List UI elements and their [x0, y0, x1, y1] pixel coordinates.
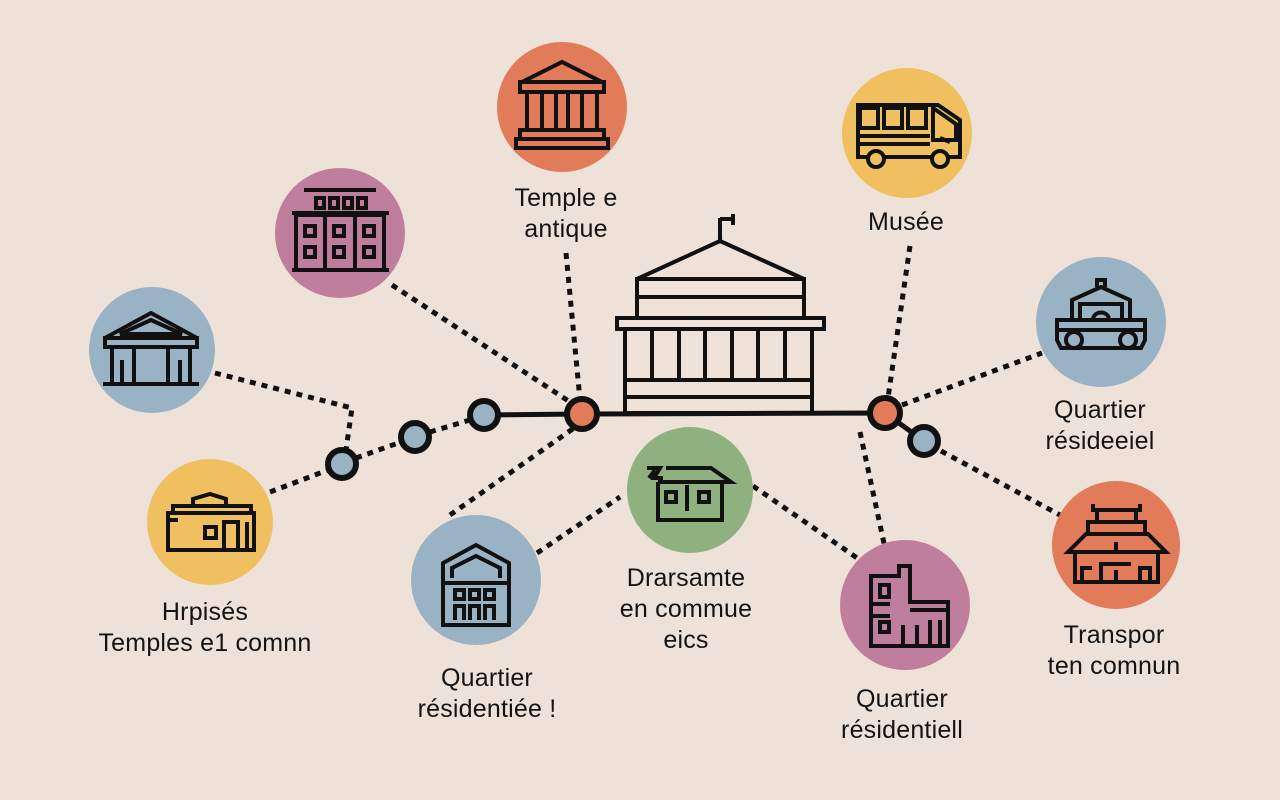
label-musee: Musée — [867, 208, 945, 236]
node-quartier-residentiee[interactable] — [411, 515, 541, 645]
label-quartier-residentiee: Quartier résidentiée ! — [417, 664, 557, 723]
connector-station-1-2 — [355, 439, 402, 461]
node-transpor-ten-comnun[interactable] — [1052, 481, 1180, 609]
house-icon — [647, 466, 738, 522]
station-blue-right[interactable] — [907, 424, 941, 458]
bus-icon — [856, 103, 962, 169]
node-circle — [840, 540, 970, 670]
connector-temple-antique — [563, 252, 583, 401]
label-quartier-residentiell: Quartier résidentiell — [841, 685, 963, 744]
pagoda-icon — [1063, 504, 1171, 584]
central-monument-icon — [615, 214, 826, 415]
node-quartier-resideeiel[interactable] — [1036, 257, 1166, 387]
node-circle — [89, 287, 215, 413]
museum-building-icon — [166, 491, 256, 552]
node-hrpises[interactable] — [147, 459, 273, 585]
node-temple-antique[interactable] — [497, 42, 627, 172]
connector-quartier-resideeiel — [901, 350, 1043, 408]
residential-block-icon — [869, 564, 950, 648]
station-orange-right[interactable] — [867, 395, 903, 431]
node-drarsamte[interactable] — [627, 427, 753, 553]
node-quartier-residentiell[interactable] — [840, 540, 970, 670]
connector-blue-temple-left — [214, 370, 355, 451]
apartment-building-icon — [292, 188, 389, 272]
label-drarsamte: Drarsamte en commue eics — [619, 564, 753, 654]
node-circle — [275, 168, 405, 298]
connector-hrpises — [269, 467, 329, 495]
vehicle-shrine-icon — [1055, 278, 1147, 350]
connector-green-house-left — [535, 494, 622, 556]
connector-quartier-residentiee — [448, 425, 576, 518]
station-blue-2[interactable] — [398, 420, 432, 454]
station-blue-1[interactable] — [325, 447, 359, 481]
node-musee[interactable] — [842, 68, 972, 198]
dotted-connectors — [214, 245, 1062, 563]
node-circle — [147, 459, 273, 585]
label-quartier-resideeiel: Quartier résideeiel — [1045, 396, 1155, 455]
connector-quartier-residentiell — [857, 431, 888, 549]
line-stations — [325, 395, 941, 481]
connector-transpor — [939, 448, 1062, 518]
node-circle — [842, 68, 972, 198]
label-temple-antique: Temple e antique — [514, 184, 618, 243]
node-blue-temple-left[interactable] — [89, 287, 215, 413]
connector-station-2-3 — [429, 417, 471, 435]
station-blue-3[interactable] — [467, 398, 501, 432]
townhouse-icon — [441, 542, 511, 627]
temple-columns-icon — [514, 59, 610, 150]
label-transpor-ten-comnun: Transpor ten comnun — [1047, 621, 1181, 680]
station-orange-left[interactable] — [564, 396, 600, 432]
label-hrpises: Hrpisés Temples e1 comnn — [98, 598, 312, 657]
node-circle — [627, 427, 753, 553]
connector-green-house-right — [751, 483, 862, 563]
node-pink-building[interactable] — [275, 168, 405, 298]
connector-pink-building — [390, 282, 572, 405]
connector-musee — [885, 245, 913, 399]
temple-pediment-icon — [103, 310, 199, 386]
